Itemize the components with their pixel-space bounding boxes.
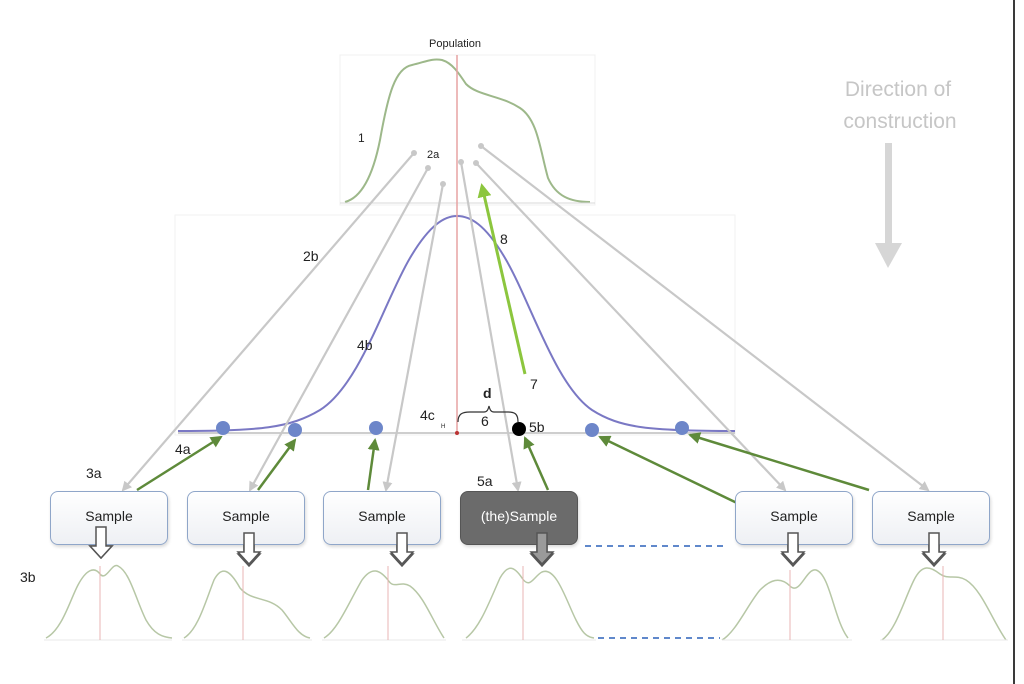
grey-arrow-5 [475,162,787,492]
arrow-8 [477,183,527,375]
label-3b: 3b [20,569,36,585]
label-5b: 5b [529,419,545,435]
sample-label-1: Sample [85,508,133,524]
grey-arrow-6 [480,145,930,492]
direction-text-line1: Direction of [845,78,951,101]
label-6: 6 [481,413,489,429]
green-arrow-4 [523,436,550,491]
grey-arrow-2 [249,167,429,492]
sample-label-2: Sample [222,508,270,524]
sample-distribution-6 [881,567,1007,641]
label-3a: 3a [86,465,102,481]
sample-mean-dot-2 [288,423,302,437]
window-right-border [1013,0,1015,684]
label-4c-subscript: H [441,424,445,430]
sample-mean-dot-6 [675,421,689,435]
sample-mean-dot-5 [585,423,599,437]
green-arrow-5 [598,435,738,505]
grey-arrow-4 [459,161,522,492]
the-sample-label: (the)Sample [480,508,558,524]
grey-arrow-origins [411,143,484,187]
sample-distribution-1 [45,564,173,639]
grey-arrow-3 [382,183,445,492]
sample-mean-dot-3 [369,421,383,435]
population-mean-point [455,431,459,435]
population-title: Population [429,38,481,50]
sample-label-5: Sample [770,508,818,524]
sample-distribution-3 [323,570,445,639]
label-2a: 2a [427,149,440,161]
direction-text-line2: construction [843,110,956,133]
sample-distribution-4 [465,567,595,639]
population-curve [344,58,591,203]
the-sample-box: (the)Sample [460,491,578,545]
sample-distribution-2 [183,570,311,639]
label-4b: 4b [357,337,373,353]
label-1: 1 [358,131,365,145]
green-arrow-2 [256,438,297,491]
sample-distribution-mean-lines [99,566,944,640]
sample-box-6: Sample [872,491,990,545]
grey-arrow-1 [121,152,415,492]
green-arrow-6 [688,432,870,492]
label-d: d [483,385,492,401]
green-arrow-1 [136,435,223,492]
population-panel [339,54,596,206]
sample-box-3: Sample [323,491,441,545]
sample-distributions [45,564,1007,641]
sample-label-3: Sample [358,508,406,524]
green-arrows [136,432,870,505]
sample-mean-dot-1 [216,421,230,435]
sample-distribution-5 [721,569,849,641]
green-arrow-3 [366,438,380,491]
label-2b: 2b [303,248,319,264]
label-4a: 4a [175,441,191,457]
label-7: 7 [530,376,538,392]
sample-box-2: Sample [187,491,305,545]
label-5a: 5a [477,473,493,489]
direction-arrow-icon [875,143,902,268]
the-sample-mean-dot [512,422,526,436]
grey-arrows [121,145,930,492]
sampling-distribution-panel [174,214,736,436]
label-8: 8 [500,231,508,247]
distance-brace [457,405,519,423]
sample-box-1: Sample [50,491,168,545]
sample-label-6: Sample [907,508,955,524]
label-4c: 4c [420,407,435,423]
sample-box-5: Sample [735,491,853,545]
